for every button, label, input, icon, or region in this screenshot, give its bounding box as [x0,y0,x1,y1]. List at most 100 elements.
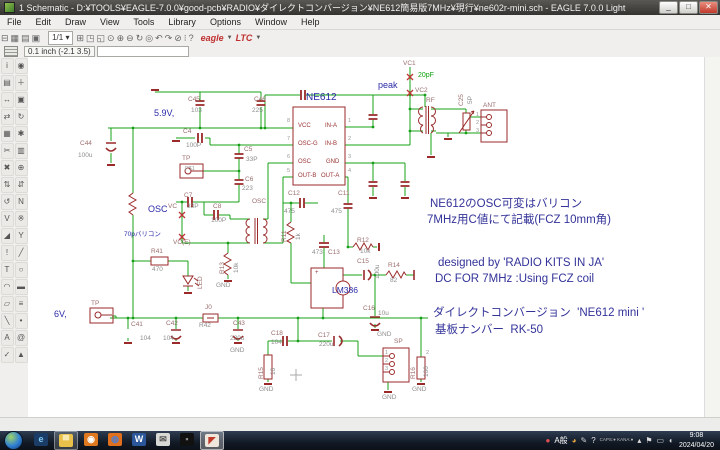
tool-rotate-icon[interactable]: ↻ [14,108,28,125]
schematic-label: TP [91,300,100,307]
zoom-in-icon[interactable]: ⊕ [116,32,125,43]
schematic-label: 475 [331,208,342,215]
menu-help[interactable]: Help [300,17,320,27]
taskbar-word[interactable]: W [128,431,150,448]
taskbar-eagle[interactable]: ◤ [200,431,224,450]
tool-value-icon[interactable]: V [0,210,14,227]
menu-view[interactable]: View [100,17,120,27]
ltspice-icon[interactable]: LTC [235,32,253,43]
tool-add-icon[interactable]: ⊕ [14,159,28,176]
taskbar-mediaplayer[interactable]: ◉ [80,431,102,448]
save-icon[interactable]: ▦ [10,32,20,43]
sheet-selector[interactable]: 1/1 ▾ [48,31,74,45]
tray-tools-icon[interactable]: ✎ [580,436,588,445]
stop-icon[interactable]: ⊘ [174,32,182,43]
export-image-icon[interactable]: ▣ [31,32,41,43]
tool-display-icon[interactable]: ▤ [0,74,14,91]
tool-show-icon[interactable]: ◉ [14,57,28,74]
open-icon[interactable]: ⊟ [1,32,9,43]
tool-wire-icon[interactable]: ╱ [14,244,28,261]
tool-replace-icon[interactable]: ↺ [0,193,14,210]
taskbar-firefox[interactable]: ◍ [104,431,126,448]
coordinate-bar: 0.1 inch (-2.1 3.5) [0,46,720,57]
volume-icon[interactable]: ◖ [668,436,673,445]
zoom-out-icon[interactable]: ⊖ [126,32,134,43]
taskbar-ie[interactable]: e [30,431,52,448]
maximize-button[interactable]: □ [679,1,698,14]
tool-label-icon[interactable]: A [0,329,14,346]
grid-icon[interactable]: ⊞ [76,32,85,43]
tool-copy-icon[interactable]: ▣ [14,91,28,108]
go-icon[interactable]: ⁝ [183,32,187,43]
tray-expand-icon[interactable]: ▴ [637,436,642,445]
display-icon[interactable]: ◱ [96,32,106,43]
tool-smash-icon[interactable]: ※ [14,210,28,227]
tool-move-icon[interactable]: ↔ [0,91,14,108]
tool-polygon-icon[interactable]: ▱ [0,295,14,312]
ime-mode[interactable]: A般 [554,436,568,445]
zoom-fit-icon[interactable]: ⊙ [107,32,115,43]
undo-icon[interactable]: ↶ [155,32,163,43]
tool-invoke-icon[interactable]: ! [0,244,14,261]
taskbar-mail[interactable]: ✉ [152,431,174,448]
tool-mirror-icon[interactable]: ⇄ [0,108,14,125]
tool-text-icon[interactable]: T [0,261,14,278]
tool-info-icon[interactable]: i [0,57,14,74]
tool-bus-icon[interactable]: ≡ [14,295,28,312]
title-bar[interactable]: 1 Schematic - D:¥TOOLS¥EAGLE-7.0.0¥good-… [0,0,720,15]
menu-options[interactable]: Options [209,17,241,27]
help-icon[interactable]: ? [188,32,194,43]
tool-change-icon[interactable]: ✱ [14,125,28,142]
network-icon[interactable]: ▭ [656,436,665,445]
schematic-label: 104 [271,339,282,346]
tray-app-red-icon[interactable]: ● [545,436,551,445]
tool-net-icon[interactable]: ╲ [0,312,14,329]
taskbar-explorer[interactable]: ▀ [54,431,78,450]
zoom-select-icon[interactable]: ◎ [145,32,154,43]
menu-window[interactable]: Window [254,17,287,27]
tool-miter-icon[interactable]: ◢ [0,227,14,244]
menu-draw[interactable]: Draw [65,17,87,27]
grid-toggle-icon[interactable] [4,46,18,57]
menu-edit[interactable]: Edit [35,17,52,27]
tool-circle-icon[interactable]: ○ [14,261,28,278]
tool-mark-icon[interactable]: ＋ [14,74,28,91]
taskbar-console[interactable]: ▪ [176,431,198,448]
schematic-label: R14 [388,262,400,269]
action-center-icon[interactable]: ⚑ [645,436,653,445]
zoom-redraw-icon[interactable]: ↻ [135,32,144,43]
taskbar-clock[interactable]: 9:08 2024/04/20 [679,431,714,449]
close-button[interactable]: ✕ [699,1,718,14]
tool-errors-icon[interactable]: ▲ [14,346,28,363]
tool-name-icon[interactable]: N [14,193,28,210]
ltspice-dropdown-icon[interactable]: ▼ [255,35,262,41]
tool-arc-icon[interactable]: ◠ [0,278,14,295]
tray-help-icon[interactable]: ? [591,436,596,445]
eagle-menu-dropdown-icon[interactable]: ▼ [226,35,233,41]
tool-junction-icon[interactable]: • [14,312,28,329]
start-button[interactable] [4,431,23,450]
tool-attribute-icon[interactable]: @ [14,329,28,346]
schematic-label: C15 [357,258,369,265]
tray-palette-icon[interactable]: ◕ [571,436,577,445]
tool-pinswap-icon[interactable]: ⇅ [0,176,14,193]
tool-paste-icon[interactable]: ▥ [14,142,28,159]
tool-split-icon[interactable]: Y [14,227,28,244]
tool-gateswap-icon[interactable]: ⇵ [14,176,28,193]
minimize-button[interactable]: _ [659,1,678,14]
eagle-menu-icon[interactable]: eagle [200,32,224,43]
menu-library[interactable]: Library [168,17,196,27]
menu-file[interactable]: File [7,17,22,27]
command-input[interactable] [96,46,189,57]
redo-icon[interactable]: ↷ [164,32,173,43]
tool-rect-icon[interactable]: ▬ [14,278,28,295]
tool-cut-icon[interactable]: ✂ [0,142,14,159]
menu-tools[interactable]: Tools [133,17,155,27]
print-icon[interactable]: ▤ [21,32,30,43]
layer-settings-icon[interactable]: ◳ [86,32,95,43]
tool-delete-icon[interactable]: ✖ [0,159,14,176]
schematic-label: IN-B [325,141,337,147]
tool-erc-icon[interactable]: ✓ [0,346,14,363]
tool-group-icon[interactable]: ▦ [0,125,14,142]
